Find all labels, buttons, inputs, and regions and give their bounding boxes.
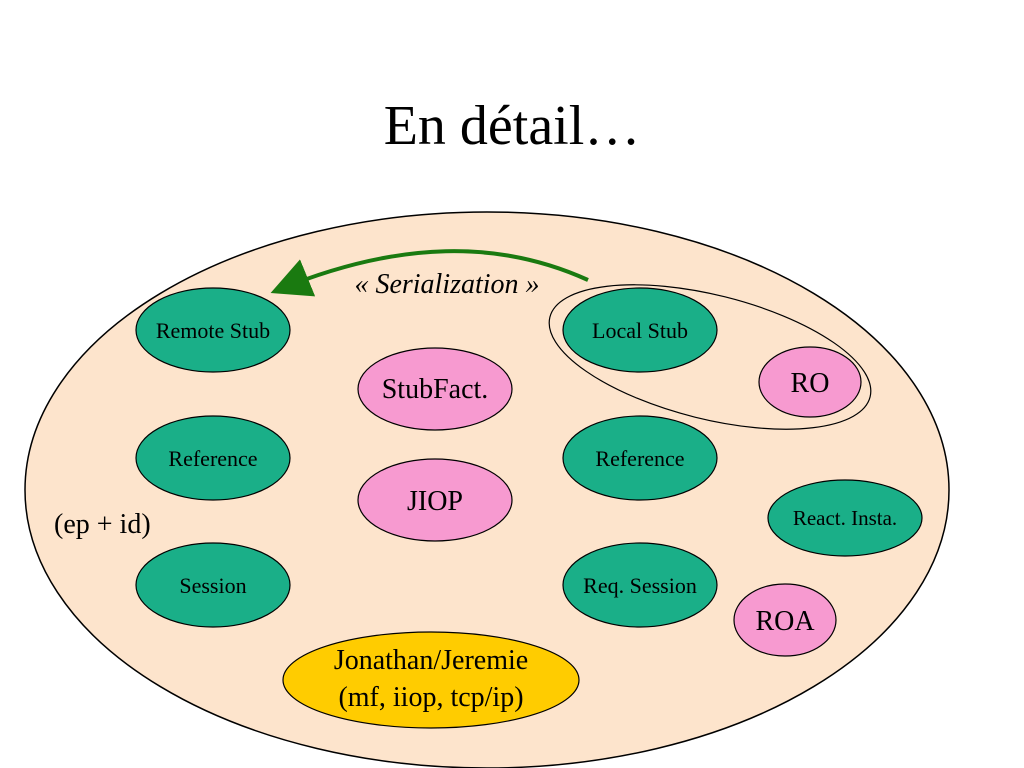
node-reference-left: Reference xyxy=(135,415,291,501)
node-label: Req. Session xyxy=(583,573,697,598)
node-req-session: Req. Session xyxy=(562,542,718,628)
node-shape xyxy=(767,479,923,557)
node-shape xyxy=(282,631,580,729)
local-group-outline xyxy=(548,284,872,430)
node-label: Local Stub xyxy=(592,318,688,343)
node-label: JIOP xyxy=(407,486,463,517)
node-shape xyxy=(357,347,513,431)
node-jiop: JIOP xyxy=(357,458,513,542)
node-shape xyxy=(562,415,718,501)
node-label: ROA xyxy=(755,606,815,637)
node-local-stub: Local Stub xyxy=(562,287,718,373)
node-ro: RO xyxy=(758,346,862,418)
node-roa: ROA xyxy=(733,583,837,657)
node-shape xyxy=(562,542,718,628)
node-jonathan-jeremie: Jonathan/Jeremie (mf, iiop, tcp/ip) xyxy=(282,631,580,729)
node-stubfact: StubFact. xyxy=(357,347,513,431)
node-label: React. Insta. xyxy=(793,506,897,530)
node-shape xyxy=(733,583,837,657)
node-react-insta: React. Insta. xyxy=(767,479,923,557)
serialization-label: « Serialization » xyxy=(354,269,539,300)
serialization-arrow xyxy=(270,249,589,297)
node-shape xyxy=(135,415,291,501)
slide-title: En détail… xyxy=(383,95,641,157)
node-label: StubFact. xyxy=(382,374,489,405)
node-shape xyxy=(758,346,862,418)
node-label-line2: (mf, iiop, tcp/ip) xyxy=(338,682,523,713)
node-reference-right: Reference xyxy=(562,415,718,501)
node-label-line1: Jonathan/Jeremie xyxy=(334,645,528,676)
node-label: Reference xyxy=(168,446,257,471)
ep-id-label: (ep + id) xyxy=(54,509,151,540)
node-remote-stub: Remote Stub xyxy=(135,287,291,373)
node-label: RO xyxy=(791,368,830,399)
node-session: Session xyxy=(135,542,291,628)
node-shape xyxy=(357,458,513,542)
node-label: Session xyxy=(179,573,246,598)
node-shape xyxy=(135,542,291,628)
node-shape xyxy=(562,287,718,373)
node-label: Reference xyxy=(595,446,684,471)
node-shape xyxy=(135,287,291,373)
node-label: Remote Stub xyxy=(156,318,270,343)
